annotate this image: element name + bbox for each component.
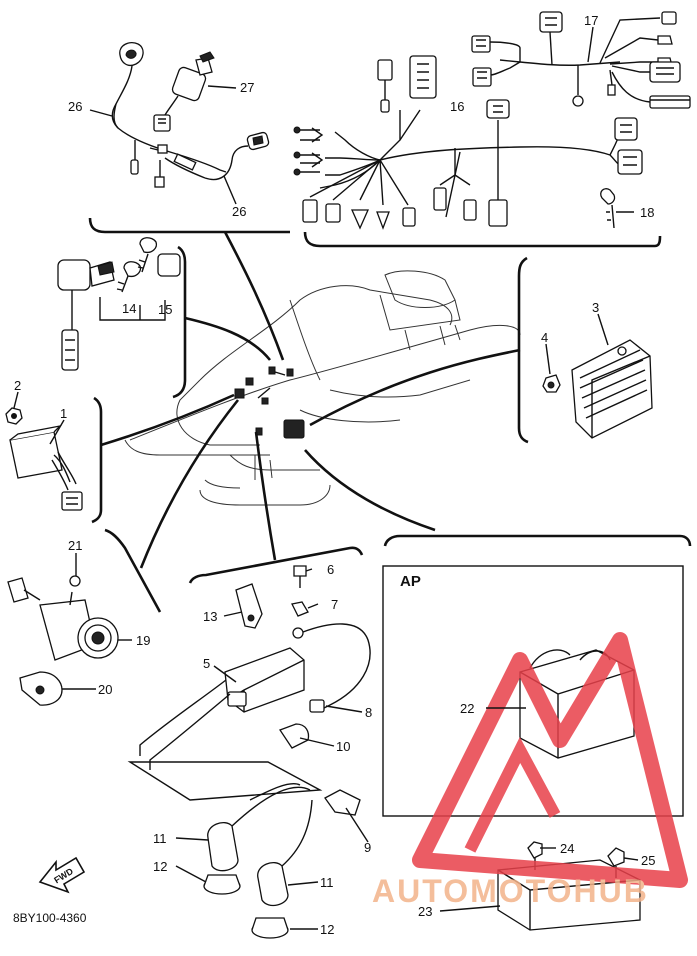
relay-assembly [5, 407, 83, 511]
ignition-switch-assembly [7, 575, 119, 706]
callout-19: 19 [136, 633, 150, 648]
callout-24: 24 [560, 841, 574, 856]
svg-text:AUTOMOTOHUB: AUTOMOTOHUB [372, 873, 649, 909]
callout-11a: 11 [153, 831, 167, 846]
callout-leaders [13, 26, 639, 930]
ap-label: AP [400, 573, 421, 590]
fwd-arrow: FWD [38, 856, 86, 894]
callout-14: 14 [122, 301, 136, 316]
main-switch-assembly [57, 237, 181, 371]
callout-23: 23 [418, 904, 432, 919]
ap-box [382, 565, 684, 817]
sled-cdi-marker [283, 419, 305, 439]
callout-27: 27 [240, 80, 254, 95]
leader-lines [100, 231, 521, 569]
callout-26a: 26 [68, 99, 82, 114]
callout-10: 10 [336, 739, 350, 754]
callout-9: 9 [364, 840, 371, 855]
callout-17: 17 [584, 13, 598, 28]
callout-6: 6 [327, 562, 334, 577]
callout-3: 3 [592, 300, 599, 315]
main-wire-harness [293, 11, 691, 230]
callout-4: 4 [541, 330, 548, 345]
callout-18: 18 [640, 205, 654, 220]
callout-labels: 1 2 3 4 5 6 7 8 9 10 11 11 12 12 13 14 1… [14, 13, 655, 937]
callout-1: 1 [60, 406, 67, 421]
callout-5: 5 [203, 656, 210, 671]
callout-8: 8 [365, 705, 372, 720]
callout-20: 20 [98, 682, 112, 697]
watermark-logo: AUTOMOTOHUB [372, 632, 688, 909]
callout-15: 15 [158, 302, 172, 317]
callout-12b: 12 [320, 922, 334, 937]
callout-2: 2 [14, 378, 21, 393]
figure-code: 8BY100-4360 [13, 911, 87, 925]
snowmobile-body [124, 270, 521, 506]
callout-13: 13 [203, 609, 217, 624]
callout-22: 22 [460, 701, 474, 716]
group-brackets [88, 217, 692, 613]
ignition-coil-assembly [127, 565, 371, 939]
callout-26b: 26 [232, 204, 246, 219]
regulator-assembly [542, 339, 653, 439]
callout-16: 16 [450, 99, 464, 114]
callout-12a: 12 [153, 859, 167, 874]
callout-25: 25 [641, 853, 655, 868]
callout-21: 21 [68, 538, 82, 553]
kill-switch-harness [111, 41, 270, 188]
callout-11b: 11 [320, 875, 334, 890]
callout-7: 7 [331, 597, 338, 612]
